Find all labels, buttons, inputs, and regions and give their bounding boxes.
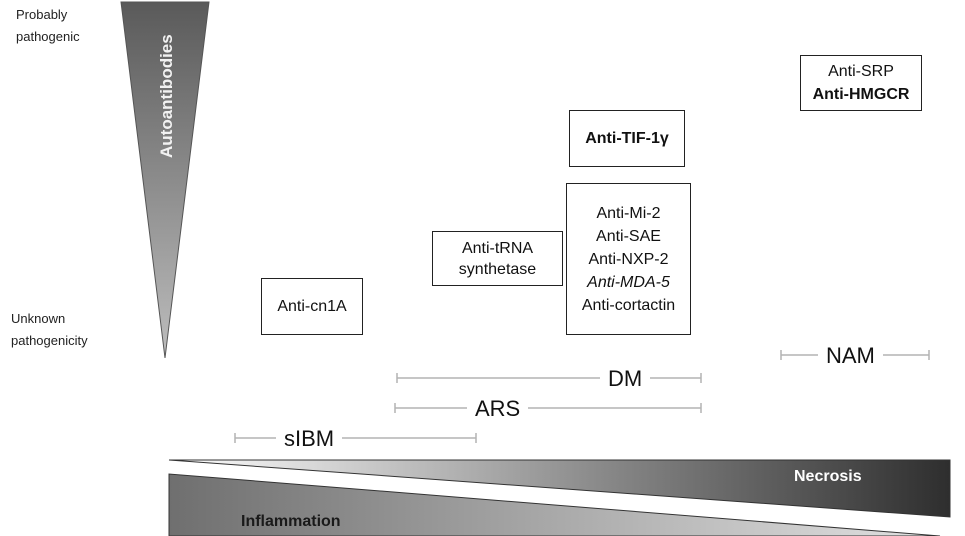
dm-range-label: DM bbox=[600, 366, 651, 392]
anti-cn1a-box: Anti-cn1A bbox=[261, 278, 363, 335]
anti-tif1g-box: Anti-TIF-1γ bbox=[569, 110, 685, 167]
probably-pathogenic-label: Probably pathogenic bbox=[16, 7, 80, 44]
inflammation-wedge bbox=[168, 473, 941, 536]
dm-antibody-box: Anti-Mi-2 Anti-SAE Anti-NXP-2 Anti-MDA-5… bbox=[566, 183, 691, 335]
inflammation-label: Inflammation bbox=[241, 513, 341, 530]
nam-antibody-box: Anti-SRP Anti-HMGCR bbox=[800, 55, 922, 111]
autoantibodies-wedge bbox=[120, 1, 210, 359]
anti-trna-synthetase-box: Anti-tRNA synthetase bbox=[432, 231, 563, 286]
range-lines bbox=[234, 350, 930, 443]
nam-range-label: NAM bbox=[818, 343, 883, 369]
sibm-range-label: sIBM bbox=[276, 426, 343, 452]
unknown-pathogenicity-label: Unknown pathogenicity bbox=[11, 311, 88, 348]
necrosis-wedge bbox=[168, 459, 951, 518]
autoantibodies-label: Autoantibodies bbox=[157, 34, 176, 158]
necrosis-label: Necrosis bbox=[794, 468, 862, 485]
ars-range-label: ARS bbox=[467, 396, 529, 422]
